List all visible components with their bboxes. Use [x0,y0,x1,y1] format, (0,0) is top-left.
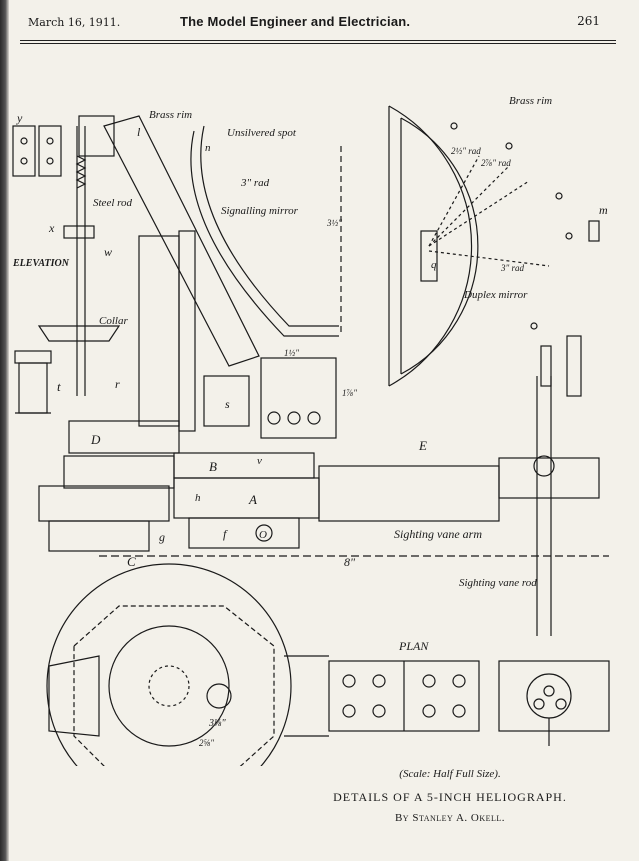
label-dim-3-1: 3⅛" [208,718,227,729]
y-fitting-detail [12,125,62,177]
label-plan: PLAN [398,639,429,653]
label-r: r [115,377,120,391]
label-B: B [209,459,217,474]
bracket-detail [260,357,337,439]
label-steel-rod: Steel rod [93,197,132,209]
header-page-number: 261 [577,14,600,28]
signalling-mirror-arc [200,125,339,327]
page-header: March 16, 1911. The Model Engineer and E… [20,8,620,34]
caption-title: Details of a 5-inch Heliograph. [333,790,567,804]
header-rule-thin [20,43,616,44]
label-sighting-vane-rod: Sighting vane rod [459,577,537,589]
label-sighting-vane-arm: Sighting vane arm [394,527,482,541]
label-D: D [90,432,101,447]
header-date: March 16, 1911. [28,16,121,29]
label-rad-2-7: 2⅞" rad [481,158,511,168]
label-w: w [104,245,112,259]
label-o: O [259,529,267,541]
label-v: v [257,455,262,467]
base-plan-circle [46,563,292,766]
label-g: g [159,530,165,544]
block-D [68,420,180,454]
label-collar: Collar [99,315,128,327]
label-dim-1-7: 1⅞" [342,388,357,398]
label-brass-rim-right: Brass rim [509,95,552,107]
label-C: C [127,554,136,569]
header-rule [20,40,616,41]
label-signalling-mirror: Signalling mirror [221,205,299,217]
label-y: y [16,111,23,125]
block-B [173,452,315,479]
caption-scale: (Scale: Half Full Size). [399,768,501,780]
collar [37,325,121,342]
label-dim-2-2: 2⅝" [199,738,214,748]
octagon-base [73,605,275,766]
label-A: A [248,492,257,507]
block-s [203,375,250,427]
label-dim-1-5: 1½" [284,348,299,358]
label-duplex-mirror: Duplex mirror [463,289,528,301]
label-n: n [205,142,211,154]
tilted-mirror-bar [103,115,260,367]
label-s: s [225,397,230,411]
label-dim-3-5: 3½" [326,218,342,228]
label-h: h [195,492,201,504]
label-3-rad-left: 3" rad [240,177,270,189]
label-f: f [223,527,228,541]
label-m: m [599,203,608,217]
label-l: l [137,125,141,139]
label-rad-2-5: 2½" rad [451,146,481,156]
label-elevation: ELEVATION [12,258,70,269]
binding-edge [0,0,9,861]
label-rad-3: 3" rad [500,263,525,273]
label-brass-rim-left: Brass rim [149,109,192,121]
heliograph-drawing: Brass rim Unsilvered spot 3" rad Signall… [12,95,610,766]
label-unsilvered-spot: Unsilvered spot [227,127,297,139]
stand-t [14,350,52,414]
caption-author: By Stanley A. Okell. [394,812,506,824]
label-8-inch: 8" [344,555,356,569]
label-E: E [418,438,427,453]
label-q: q [431,259,437,271]
sighting-vane-arm [318,465,500,522]
label-t: t [57,379,61,394]
header-title: The Model Engineer and Electrician. [180,14,411,29]
steel-rod [63,115,115,396]
upright-post [138,235,180,427]
label-x: x [48,221,55,235]
